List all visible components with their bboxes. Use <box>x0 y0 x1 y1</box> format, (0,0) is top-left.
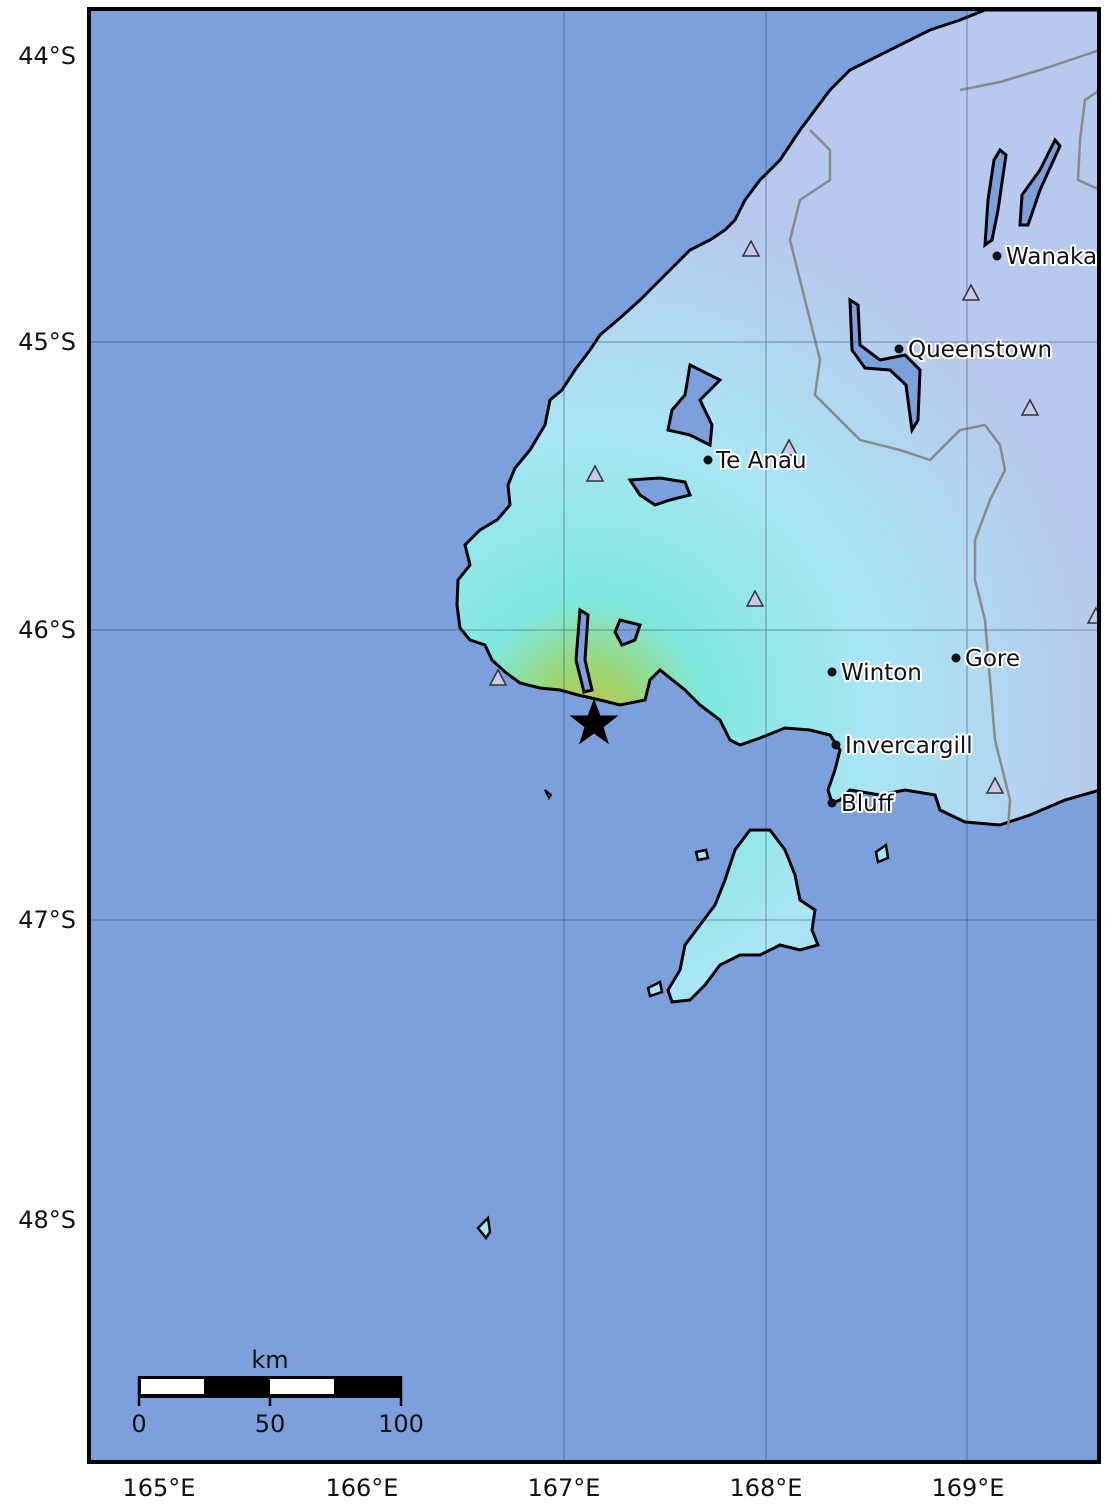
lat-label: 47°S <box>18 906 76 934</box>
city-dot-icon <box>831 740 841 750</box>
small-islet-1 <box>694 848 710 862</box>
scale-bar-segment <box>270 1379 334 1394</box>
lat-label: 45°S <box>18 328 76 356</box>
scale-bar: km 0 50 100 <box>131 1346 424 1438</box>
city-markers: Wanaka Queenstown Te Anau Gore Winton In… <box>703 242 1099 819</box>
scale-tick-label: 100 <box>378 1410 424 1438</box>
city-label: Te Anau <box>715 448 807 474</box>
triangle-icon <box>1020 398 1040 416</box>
city-bluff: Bluff <box>827 789 897 819</box>
triangle-icon <box>985 776 1005 794</box>
lat-label: 48°S <box>18 1206 76 1234</box>
city-label: Wanaka <box>1006 244 1097 270</box>
lon-label: 169°E <box>932 1474 1005 1502</box>
lake-hawea <box>1018 137 1062 227</box>
scale-unit-label: km <box>251 1346 288 1374</box>
lon-label: 166°E <box>326 1474 399 1502</box>
triangle-icon <box>745 589 765 607</box>
lake-wanaka <box>983 147 1008 249</box>
scale-tick-label: 50 <box>255 1410 286 1438</box>
star-icon <box>569 698 619 745</box>
lon-label: 167°E <box>528 1474 601 1502</box>
triangle-icon <box>741 239 761 257</box>
map-frame <box>87 7 1101 1464</box>
city-winton: Winton <box>827 658 924 688</box>
city-label: Bluff <box>841 791 895 817</box>
snares-island <box>476 1215 492 1241</box>
city-label: Winton <box>841 660 922 686</box>
lat-label: 44°S <box>18 42 76 70</box>
city-label: Queenstown <box>908 337 1052 363</box>
city-gore: Gore <box>951 644 1022 674</box>
city-dot-icon <box>894 344 904 354</box>
station-markers <box>488 239 1099 794</box>
scale-bar-segment <box>141 1379 204 1394</box>
city-invercargill: Invercargill <box>831 731 975 761</box>
lon-label: 168°E <box>730 1474 803 1502</box>
regional-boundary <box>788 49 1099 831</box>
lake-te-anau <box>666 362 723 448</box>
city-dot-icon <box>992 251 1002 261</box>
city-wanaka: Wanaka <box>992 242 1099 272</box>
stewart-island <box>666 828 821 1004</box>
triangle-icon <box>1086 606 1099 624</box>
lake-manapouri <box>627 476 693 507</box>
small-islet-3 <box>544 789 553 800</box>
city-te-anau: Te Anau <box>703 446 809 476</box>
triangle-icon <box>585 464 605 482</box>
longitude-labels: 165°E 166°E 167°E 168°E 169°E <box>123 1474 1005 1502</box>
small-islet-2 <box>646 980 664 998</box>
lon-label: 165°E <box>123 1474 196 1502</box>
city-queenstown: Queenstown <box>894 335 1054 365</box>
city-label: Invercargill <box>845 733 973 759</box>
ruapuke-island <box>874 842 890 864</box>
triangle-icon <box>961 283 981 301</box>
scale-tick-label: 0 <box>131 1410 146 1438</box>
city-dot-icon <box>951 653 961 663</box>
city-dot-icon <box>827 798 837 808</box>
city-dot-icon <box>827 667 837 677</box>
lake-wakatipu <box>848 297 922 435</box>
graticule <box>89 9 1099 1462</box>
city-label: Gore <box>965 646 1020 672</box>
city-dot-icon <box>703 455 713 465</box>
latitude-labels: 44°S 45°S 46°S 47°S 48°S <box>18 42 76 1234</box>
triangle-icon <box>779 438 799 456</box>
triangle-icon <box>488 668 508 686</box>
lat-label: 46°S <box>18 616 76 644</box>
